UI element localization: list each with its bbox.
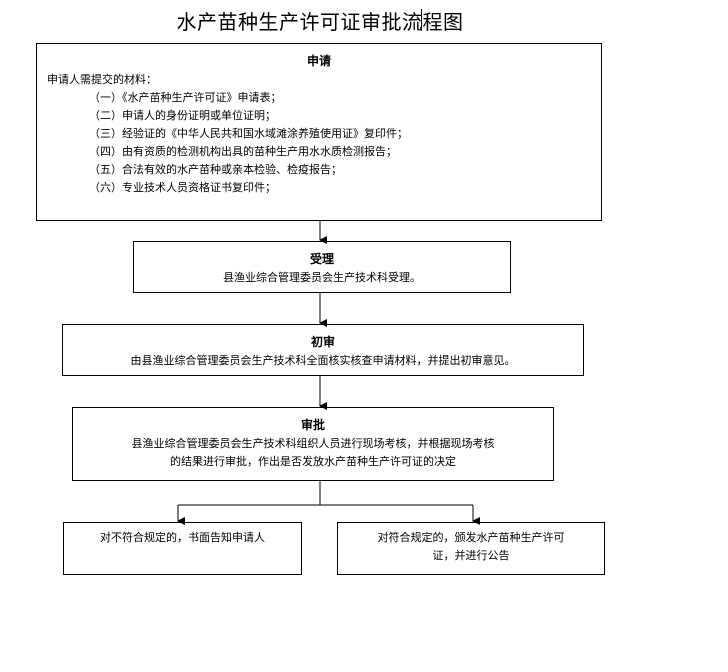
approval-box: 审批 县渔业综合管理委员会生产技术科组织人员进行现场考核，并根据现场考核 的结果… bbox=[72, 407, 554, 481]
apply-box: 申请 申请人需提交的材料： （一）《水产苗种生产许可证》申请表； （二）申请人的… bbox=[36, 43, 602, 221]
apply-item: （一）《水产苗种生产许可证》申请表； bbox=[89, 91, 282, 104]
reject-text: 对不符合规定的，书面告知申请人 bbox=[100, 531, 265, 544]
grant-text-line-1: 对符合规定的，颁发水产苗种生产许可 bbox=[377, 531, 565, 544]
reject-box: 对不符合规定的，书面告知申请人 bbox=[63, 522, 302, 575]
apply-items: （一）《水产苗种生产许可证》申请表； （二）申请人的身份证明或单位证明； （三）… bbox=[89, 89, 601, 197]
approval-text-line-1: 县渔业综合管理委员会生产技术科组织人员进行现场考核，并根据现场考核 bbox=[131, 437, 495, 450]
apply-item: （六）专业技术人员资格证书复印件； bbox=[89, 181, 276, 194]
first-review-title: 初审 bbox=[310, 335, 335, 349]
first-review-box: 初审 由县渔业综合管理委员会生产技术科全面核实核查申请材料，并提出初审意见。 bbox=[62, 324, 584, 376]
approval-title: 审批 bbox=[300, 418, 325, 432]
accept-title: 受理 bbox=[309, 252, 334, 266]
apply-item: （五）合法有效的水产苗种或亲本检验、检疫报告； bbox=[89, 163, 342, 176]
apply-item: （二）申请人的身份证明或单位证明； bbox=[89, 109, 276, 122]
apply-intro: 申请人需提交的材料： bbox=[47, 73, 157, 86]
grant-text-line-2: 证，并进行公告 bbox=[432, 549, 510, 562]
accept-text: 县渔业综合管理委员会生产技术科受理。 bbox=[223, 271, 421, 284]
approval-text-line-2: 的结果进行审批，作出是否发放水产苗种生产许可证的决定 bbox=[170, 455, 456, 468]
apply-item: （四）由有资质的检测机构出具的苗种生产用水水质检测报告； bbox=[89, 145, 397, 158]
page-title: 水产苗种生产许可证审批流程图 bbox=[176, 10, 464, 34]
apply-item: （三）经验证的《中华人民共和国水域滩涂养殖使用证》复印件； bbox=[89, 127, 408, 140]
accept-box: 受理 县渔业综合管理委员会生产技术科受理。 bbox=[133, 241, 511, 293]
grant-box: 对符合规定的，颁发水产苗种生产许可 证，并进行公告 bbox=[337, 522, 605, 575]
first-review-text: 由县渔业综合管理委员会生产技术科全面核实核查申请材料，并提出初审意见。 bbox=[130, 354, 516, 367]
text-cursor bbox=[421, 9, 422, 31]
apply-title: 申请 bbox=[306, 54, 331, 68]
